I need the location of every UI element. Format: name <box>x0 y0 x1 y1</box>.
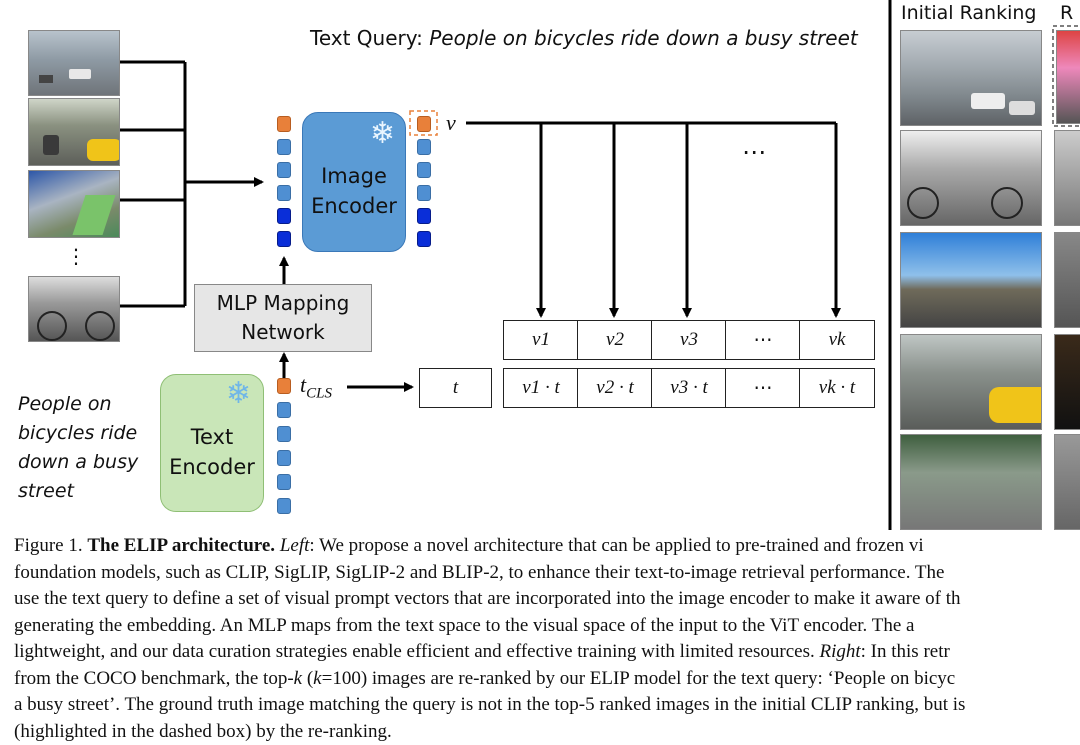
output-token <box>417 185 431 201</box>
street-photo-2 <box>28 98 120 166</box>
caption-left-label: Left <box>275 535 309 556</box>
reranked-photo-2 <box>1054 130 1080 226</box>
mlp-line1: MLP Mapping <box>217 289 350 318</box>
vt-cell: vk · t <box>799 368 875 408</box>
t-cls-subscript: CLS <box>306 385 332 401</box>
street-photo-bw <box>28 276 120 342</box>
mlp-mapping-network: MLP Mapping Network <box>194 284 372 352</box>
left-query-line: down a busy <box>18 448 138 477</box>
text-encoder-block: ❄ Text Encoder <box>160 374 264 512</box>
ranking-photo-5 <box>900 434 1042 530</box>
caption-text: =100) images are re-ranked by our ELIP m… <box>322 668 956 689</box>
reranked-photo-5 <box>1054 434 1080 530</box>
ranking-photo-1 <box>900 30 1042 126</box>
text-encoder-line2: Encoder <box>169 452 255 482</box>
t-cls-label: tCLS <box>300 372 332 402</box>
vt-cell: v3 · t <box>651 368 727 408</box>
prompt-token-orange <box>277 116 291 132</box>
left-query-line: bicycles ride <box>18 419 138 448</box>
caption-line: use the text query to define a set of vi… <box>14 586 1080 613</box>
ranking-photo-4 <box>900 334 1042 430</box>
output-token-dark <box>417 231 431 247</box>
snowflake-icon: ❄ <box>226 379 251 409</box>
caption-line: a busy street’. The ground truth image m… <box>14 692 1080 719</box>
caption-text: ( <box>302 668 313 689</box>
left-query-text: People on bicycles ride down a busy stre… <box>18 390 138 506</box>
image-encoder-block: ❄ Image Encoder <box>302 112 406 252</box>
t-box: t <box>419 368 492 408</box>
text-token <box>277 402 291 418</box>
caption-line: lightweight, and our data curation strat… <box>14 639 1080 666</box>
more-images-ellipsis: ⋮ <box>66 244 86 268</box>
caption-title: The ELIP architecture. <box>87 535 275 556</box>
output-token <box>417 139 431 155</box>
v-cell: v3 <box>651 320 727 360</box>
text-query-title: Text Query: People on bicycles ride down… <box>310 26 858 50</box>
ranking-photo-2 <box>900 130 1042 226</box>
output-token <box>417 162 431 178</box>
image-token <box>277 185 291 201</box>
text-token <box>277 450 291 466</box>
text-token <box>277 498 291 514</box>
initial-ranking-header: Initial Ranking <box>901 2 1036 24</box>
ranking-photo-3 <box>900 232 1042 328</box>
image-token <box>277 139 291 155</box>
vt-cell: ⋯ <box>725 368 801 408</box>
visual-prompt-token <box>277 231 291 247</box>
caption-k: k <box>294 668 302 689</box>
text-cls-token <box>277 378 291 394</box>
caption-k: k <box>313 668 321 689</box>
reranked-photo-4 <box>1054 334 1080 430</box>
caption-line: (highlighted in the dashed box) by the r… <box>14 719 1080 745</box>
v-cell: ⋯ <box>725 320 801 360</box>
visual-prompt-token <box>277 208 291 224</box>
vt-cell: v1 · t <box>503 368 579 408</box>
v-cell: vk <box>799 320 875 360</box>
street-photo-3 <box>28 170 120 238</box>
text-token <box>277 426 291 442</box>
street-photo-1 <box>28 30 120 96</box>
v-label: v <box>446 110 456 136</box>
caption-figure-number: Figure 1. <box>14 535 87 556</box>
caption-text: : We propose a novel architecture that c… <box>309 535 923 556</box>
text-query-value: People on bicycles ride down a busy stre… <box>429 26 858 50</box>
caption-line: Figure 1. The ELIP architecture. Left: W… <box>14 533 1080 560</box>
image-encoder-line2: Encoder <box>311 191 397 221</box>
left-query-line: street <box>18 477 138 506</box>
caption-line: foundation models, such as CLIP, SigLIP,… <box>14 560 1080 587</box>
left-query-line: People on <box>18 390 138 419</box>
output-token-orange <box>417 116 431 132</box>
reranked-photo-3 <box>1054 232 1080 328</box>
text-query-label: Text Query: <box>310 26 429 50</box>
caption-line: generating the embedding. An MLP maps fr… <box>14 613 1080 640</box>
v-cell: v2 <box>577 320 653 360</box>
snowflake-icon: ❄ <box>370 119 395 149</box>
caption-right-label: Right <box>819 641 860 662</box>
caption-text: : In this retr <box>861 641 950 662</box>
caption-text: lightweight, and our data curation strat… <box>14 641 819 662</box>
image-token <box>277 162 291 178</box>
image-encoder-line1: Image <box>321 161 387 191</box>
figure-caption: Figure 1. The ELIP architecture. Left: W… <box>14 533 1080 745</box>
text-token <box>277 474 291 490</box>
vt-cell: v2 · t <box>577 368 653 408</box>
caption-line: from the COCO benchmark, the top-k (k=10… <box>14 666 1080 693</box>
more-arrows-ellipsis: ⋯ <box>742 138 766 166</box>
text-encoder-line1: Text <box>191 422 233 452</box>
output-token-dark <box>417 208 431 224</box>
v-cell: v1 <box>503 320 579 360</box>
caption-text: from the COCO benchmark, the top- <box>14 668 294 689</box>
mlp-line2: Network <box>241 318 325 347</box>
reranked-header: R <box>1060 2 1073 24</box>
reranked-photo-1 <box>1056 30 1080 124</box>
